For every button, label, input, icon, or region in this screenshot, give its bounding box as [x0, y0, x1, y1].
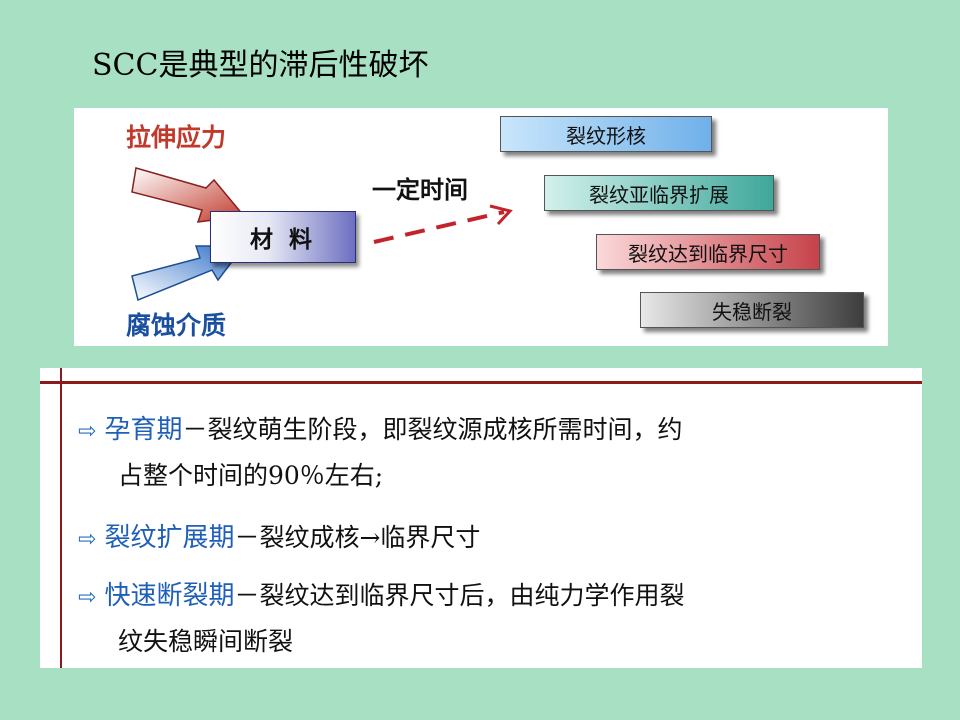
phase-desc: －裂纹成核→临界尺寸 — [234, 523, 481, 552]
phase-term: 裂纹扩展期 — [104, 523, 235, 553]
time-dashed-line — [373, 210, 505, 244]
horizontal-rule — [40, 381, 922, 384]
medium-label: 腐蚀介质 — [126, 311, 227, 340]
vertical-rule — [60, 368, 62, 668]
phase-desc: －裂纹萌生阶段，即裂纹源成核所需时间，约 — [182, 415, 683, 444]
material-box: 材 料 — [210, 211, 356, 263]
stress-label: 拉伸应力 — [126, 123, 227, 152]
arrow-right-icon: ⇨ — [78, 585, 97, 610]
arrow-right-icon: ⇨ — [78, 527, 97, 552]
phase-desc-continued: 纹失稳瞬间断裂 — [118, 627, 294, 656]
stage-critical-size: 裂纹达到临界尺寸 — [596, 234, 820, 270]
phase-desc-continued: 占整个时间的90％左右; — [118, 461, 384, 490]
stage-subcritical-growth: 裂纹亚临界扩展 — [544, 175, 774, 211]
stage-unstable-fracture: 失稳断裂 — [640, 292, 864, 328]
phase-term: 快速断裂期 — [104, 581, 235, 611]
phase-term: 孕育期 — [104, 415, 183, 445]
phase-item-fast-fracture: ⇨ 快速断裂期－裂纹达到临界尺寸后，由纯力学作用裂 纹失稳瞬间断裂 — [78, 574, 684, 664]
scc-diagram: 拉伸应力 腐蚀介质 一定时间 材 料 裂纹形核 裂纹亚临界扩展 裂纹达到临界尺寸… — [74, 108, 888, 346]
arrow-right-icon: ⇨ — [78, 419, 97, 444]
time-arrow-head-icon — [489, 204, 513, 226]
slide-title: SCC是典型的滞后性破坏 — [92, 48, 429, 83]
phase-item-incubation: ⇨ 孕育期－裂纹萌生阶段，即裂纹源成核所需时间，约 占整个时间的90％左右; — [78, 408, 682, 498]
phase-item-propagation: ⇨ 裂纹扩展期－裂纹成核→临界尺寸 — [78, 516, 480, 562]
time-label: 一定时间 — [372, 176, 468, 204]
phase-desc: －裂纹达到临界尺寸后，由纯力学作用裂 — [234, 581, 685, 610]
phase-text-panel: ⇨ 孕育期－裂纹萌生阶段，即裂纹源成核所需时间，约 占整个时间的90％左右; ⇨ 裂… — [40, 368, 922, 668]
stage-crack-nucleation: 裂纹形核 — [500, 116, 712, 152]
